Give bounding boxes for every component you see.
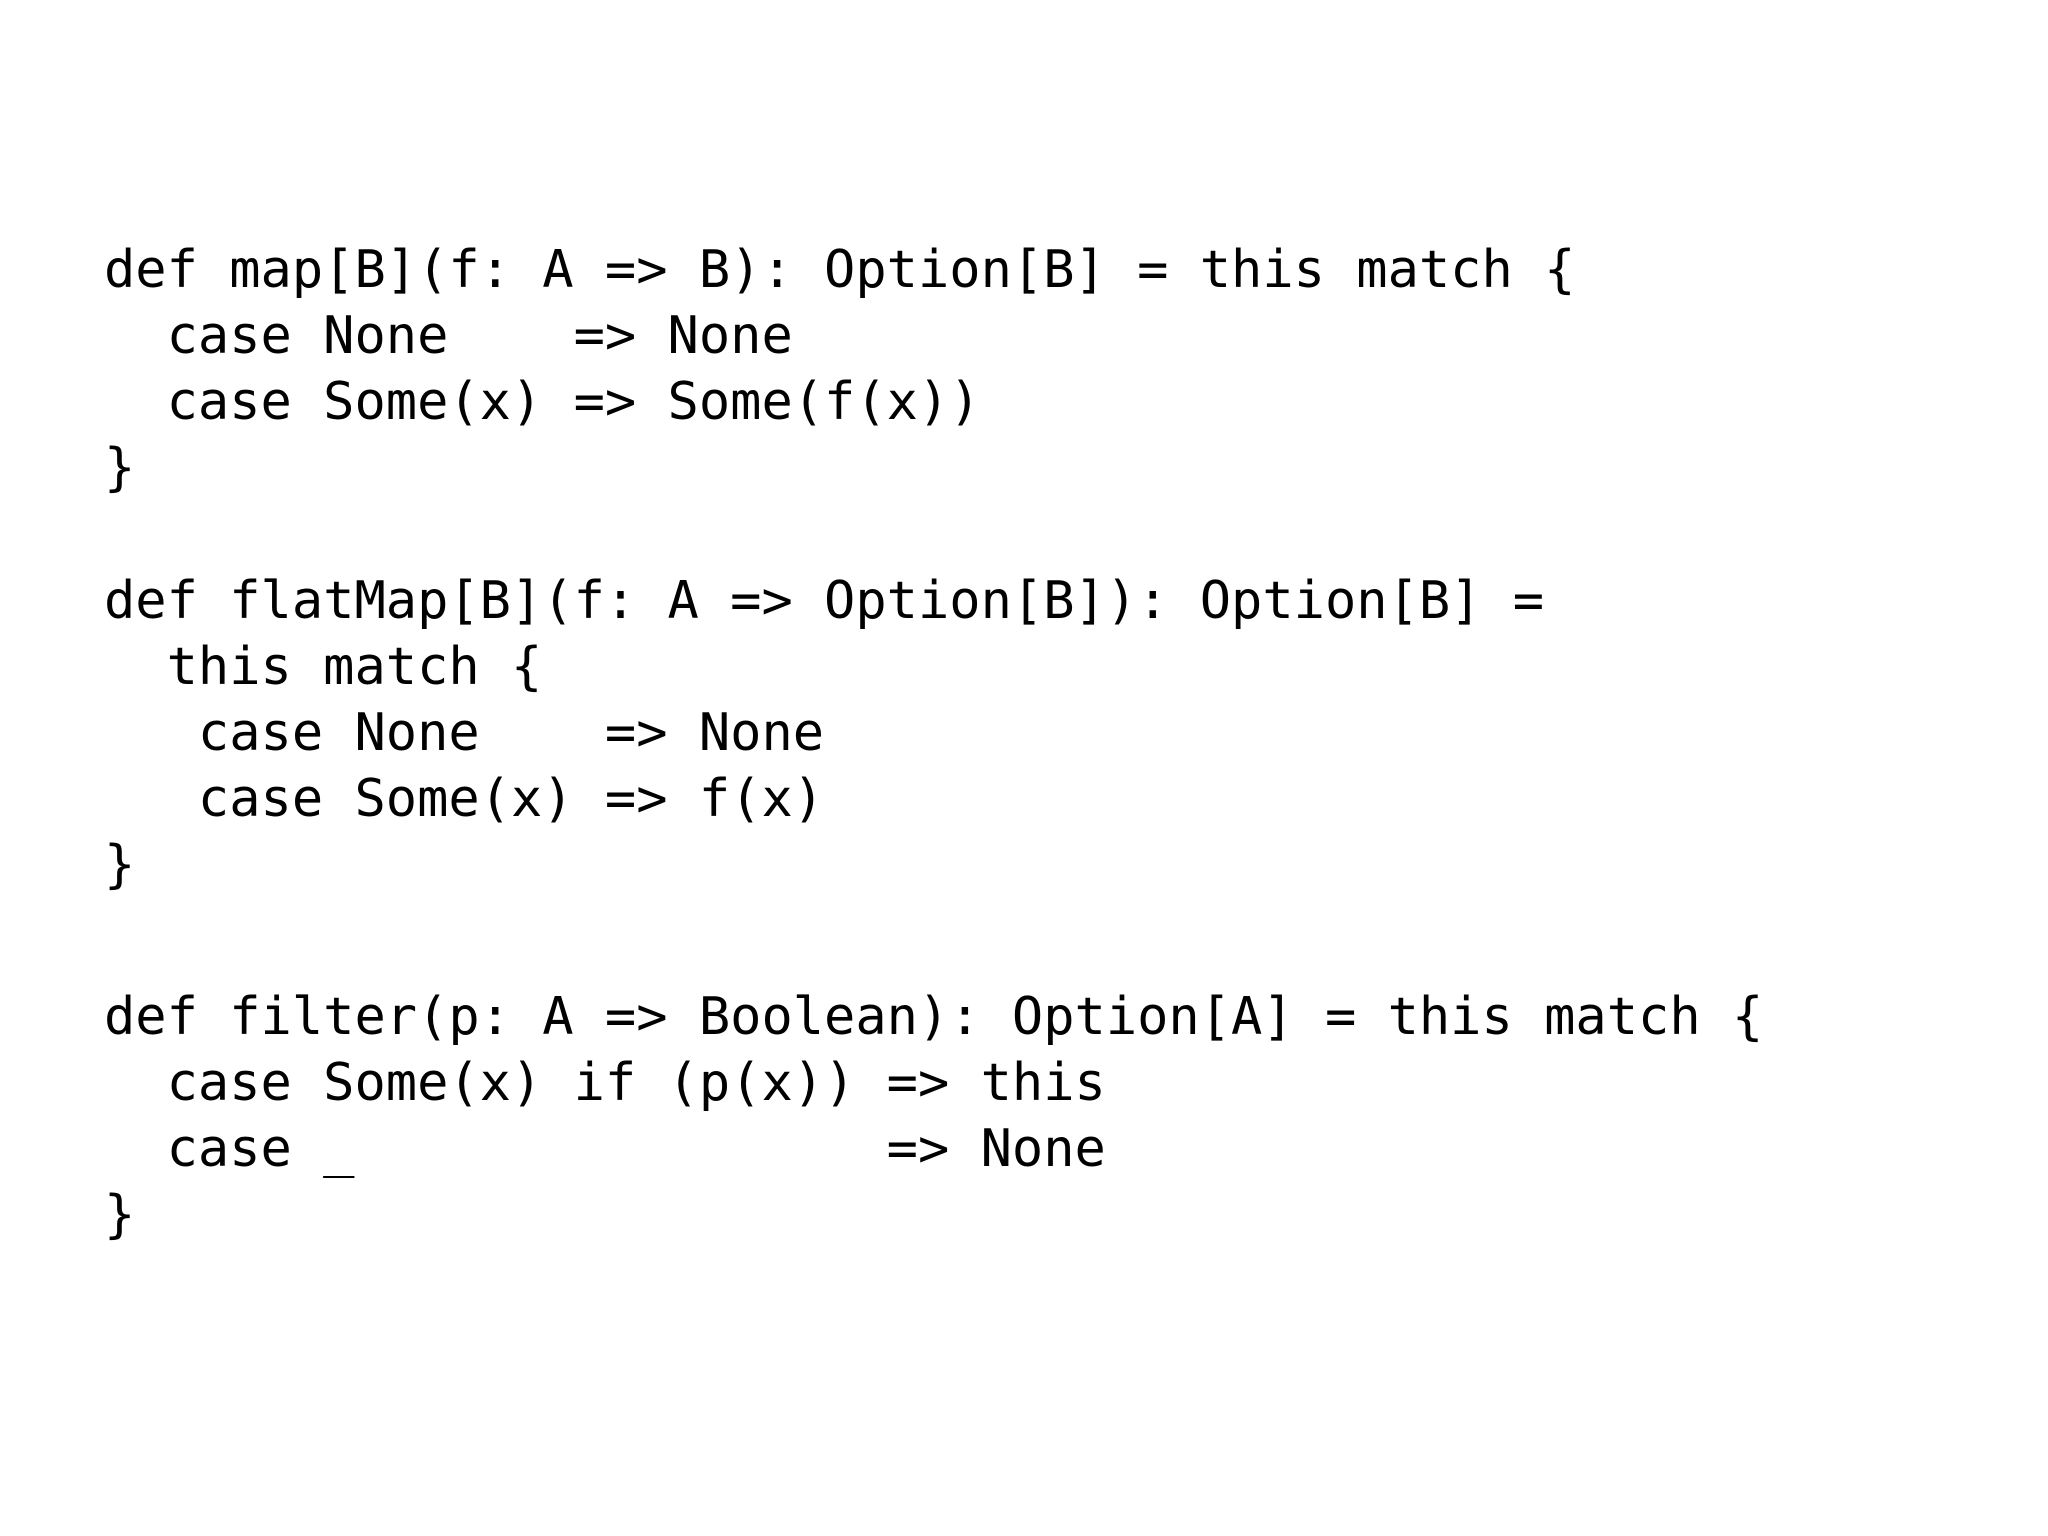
code-block-flatmap: def flatMap[B](f: A => Option[B]): Optio… [104, 571, 1545, 895]
code-block-filter: def filter(p: A => Boolean): Option[A] =… [104, 987, 1764, 1245]
code-block-map: def map[B](f: A => B): Option[B] = this … [104, 240, 1576, 498]
